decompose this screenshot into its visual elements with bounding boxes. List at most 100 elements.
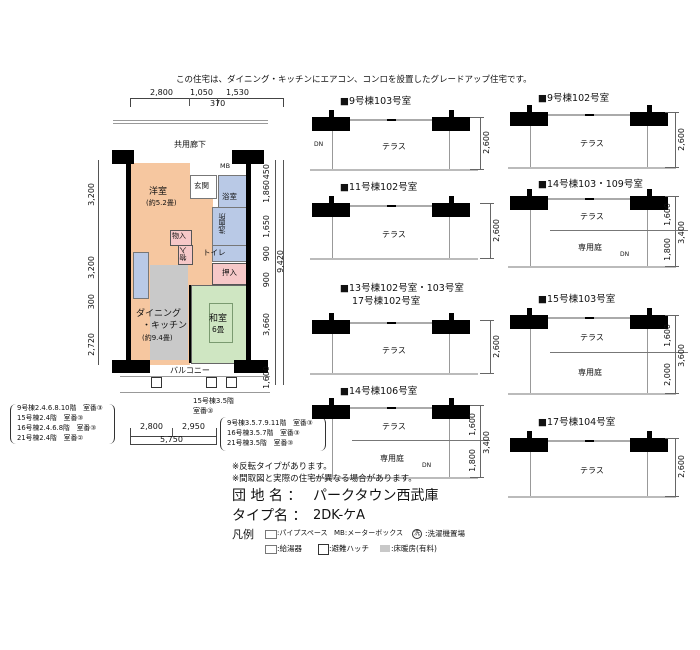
unit-dim: 1,800 (468, 448, 477, 472)
japanese-label: 和室 (209, 314, 228, 324)
unit-dim: 2,600 (677, 127, 686, 151)
dim-right-2: 1,860 (262, 180, 271, 203)
legend-floor-heating: :床暖房(有料) (391, 544, 437, 553)
unit-dim-total: 3,400 (677, 221, 686, 244)
dim-top-1: 2,800 (150, 88, 173, 97)
unit-dim: 2,000 (663, 362, 672, 386)
callout-line: 16号棟2.4.6.8階 室番③ (17, 424, 97, 432)
callout-line: 21号棟3.5階 室番③ (227, 439, 294, 447)
kitchen-counter (133, 252, 149, 299)
water-heater-icon (265, 545, 277, 554)
floor-heating-icon (380, 545, 390, 552)
unit-title: ■11号棟102号室 (340, 182, 418, 193)
legend-meter-box: MB:メーターボックス (334, 529, 403, 537)
unit-title: ■15号棟103号室 (538, 294, 616, 305)
western-room (130, 163, 190, 235)
legend-title: 凡例 (232, 528, 254, 541)
balcony-label: バルコニー (170, 366, 210, 375)
corridor-label: 共用廊下 (174, 140, 206, 149)
washroom-label: 洗面所 (218, 213, 226, 234)
unit-title: ■9号棟103号室 (340, 96, 412, 107)
unit-dim: 1,800 (663, 238, 672, 261)
header-note: この住宅は、ダイニング・キッチンにエアコン、コンロを設置したグレードアップ住宅で… (176, 75, 532, 85)
terrace-label: テラス (382, 142, 406, 151)
down-stairs-label: DN (314, 141, 324, 148)
unit-title: ■14号棟106号室 (340, 386, 418, 397)
legend-pipe-space: :パイプスペース (277, 529, 328, 537)
terrace-label: テラス (580, 466, 604, 475)
unit-dim: 1,600 (468, 412, 477, 436)
unit-dim: 1,600 (663, 323, 672, 347)
unit-dim: 2,600 (482, 131, 491, 154)
bottom-dim-line (130, 428, 217, 437)
type-name: 2DK-ケA (313, 508, 366, 523)
dim-right-7: 1,600 (262, 366, 271, 389)
callout-line: 9号棟2.4.6.8.10階 室番③ (17, 404, 103, 412)
terrace-label: テラス (382, 421, 406, 431)
dim-total-depth: 9,420 (276, 250, 285, 273)
unit-dim-total: 3,400 (482, 431, 491, 454)
washer-icon: 洗 (412, 529, 423, 539)
floor-heating-area (150, 265, 188, 360)
note-reverse: ※反転タイプがあります。 (232, 462, 332, 472)
total-width-line (130, 436, 217, 445)
western-label: 洋室 (149, 187, 168, 197)
terrace-label: テラス (382, 345, 406, 355)
toilet-label: トイレ (203, 248, 226, 257)
dk-size: (約9.4畳) (142, 334, 173, 342)
dim-top-3: 1,530 (226, 88, 249, 97)
dim-right-4: 900 (262, 246, 271, 262)
callout-line: 16号棟3.5.7階 室番③ (227, 429, 300, 437)
dim-top-4: 370 (210, 99, 226, 108)
garden-label: 専用庭 (380, 453, 404, 463)
estate-label: 団 地 名 ： (232, 488, 302, 504)
dk-label-2: ・キッチン (142, 321, 188, 331)
down-stairs-label: DN (422, 462, 432, 469)
type-label: タイプ名 ： (232, 508, 307, 524)
dim-bottom-1: 2,800 (140, 422, 163, 431)
terrace-label: テラス (580, 212, 604, 221)
legend-washer: :洗濯機置場 (425, 529, 466, 538)
callout-line: 15号棟2.4階 室番③ (17, 414, 84, 422)
callout-left: 9号棟2.4.6.8.10階 室番③ 15号棟2.4階 室番③ 16号棟2.4.… (10, 404, 115, 444)
escape-hatch-icon (206, 377, 217, 388)
escape-hatch-icon (318, 544, 329, 555)
dim-left-4: 2,720 (87, 333, 96, 356)
dim-right-3: 1,650 (262, 215, 271, 238)
dim-right-6: 3,660 (262, 313, 271, 336)
storage-2 (178, 245, 193, 265)
unit-dim: 2,600 (677, 455, 686, 478)
callout-mid-1: 15号棟3.5階 (193, 397, 235, 405)
bath-label: 浴室 (222, 192, 237, 201)
top-dim-line (130, 98, 284, 107)
note-difference: ※間取図と実際の住宅が異なる場合があります。 (232, 474, 417, 484)
estate-name: パークタウン西武庫 (313, 488, 439, 504)
escape-hatch-icon (226, 377, 237, 388)
unit-title-2: 17号棟102号室 (352, 296, 421, 307)
callout-mid-2: 室番③ (193, 407, 214, 415)
pipe-space-icon (265, 530, 277, 539)
dim-top-2: 1,050 (190, 88, 213, 97)
unit-dim-total: 3,600 (677, 344, 686, 367)
dim-total-width: 5,750 (160, 435, 183, 444)
western-size: (約5.2畳) (146, 199, 177, 207)
unit-title: ■14号棟103・109号室 (538, 179, 643, 190)
unit-dim: 2,600 (492, 334, 501, 358)
dim-left-3: 300 (87, 294, 96, 310)
dim-bottom-2: 2,950 (182, 422, 205, 431)
terrace-label: テラス (580, 138, 604, 148)
storage-2-label: 物入 (179, 247, 187, 261)
unit-title: ■13号棟102号室・103号室 (340, 283, 464, 294)
dim-right-5: 900 (262, 272, 271, 288)
terrace-label: テラス (382, 229, 406, 239)
unit-title: ■17号棟104号室 (538, 417, 616, 428)
legend-water-heater: :給湯器 (277, 544, 303, 553)
callout-right: 9号棟3.5.7.9.11階 室番③ 16号棟3.5.7階 室番③ 21号棟3.… (220, 417, 326, 451)
dim-left-1: 3,200 (87, 183, 96, 206)
mb-label: MB (220, 162, 231, 170)
unit-dim: 2,600 (492, 218, 501, 242)
entrance (190, 175, 217, 199)
unit-dim: 1,600 (663, 203, 672, 226)
unit-title: ■9号棟102号室 (538, 93, 610, 104)
